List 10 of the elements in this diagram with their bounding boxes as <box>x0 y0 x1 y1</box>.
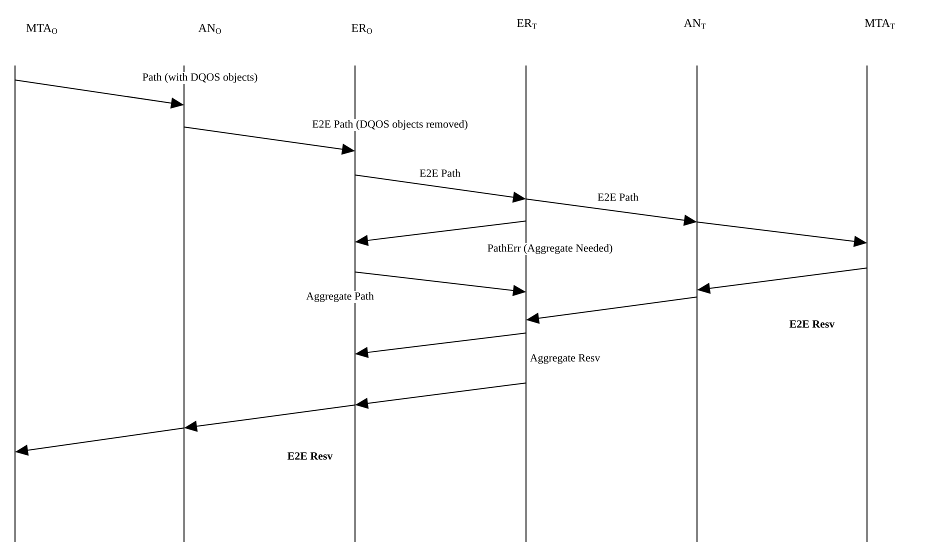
edge-label: Aggregate Path <box>305 291 375 303</box>
edge-label: Path (with DQOS objects) <box>141 72 259 84</box>
edge-label: Aggregate Resv <box>528 353 602 365</box>
lifeline: MTA$_{T}$ <box>864 19 895 542</box>
lifeline: AN$_{T}$ <box>684 19 706 542</box>
edge-label: E2E Path <box>418 168 462 178</box>
edge-label: PathErr (Aggregate Needed) <box>486 243 614 255</box>
edge-label: E2E Path (DQOS objects removed) <box>311 119 469 131</box>
lifeline: MTA$_{O}$ <box>14 24 58 542</box>
edge-label: E2E Path <box>596 192 640 202</box>
